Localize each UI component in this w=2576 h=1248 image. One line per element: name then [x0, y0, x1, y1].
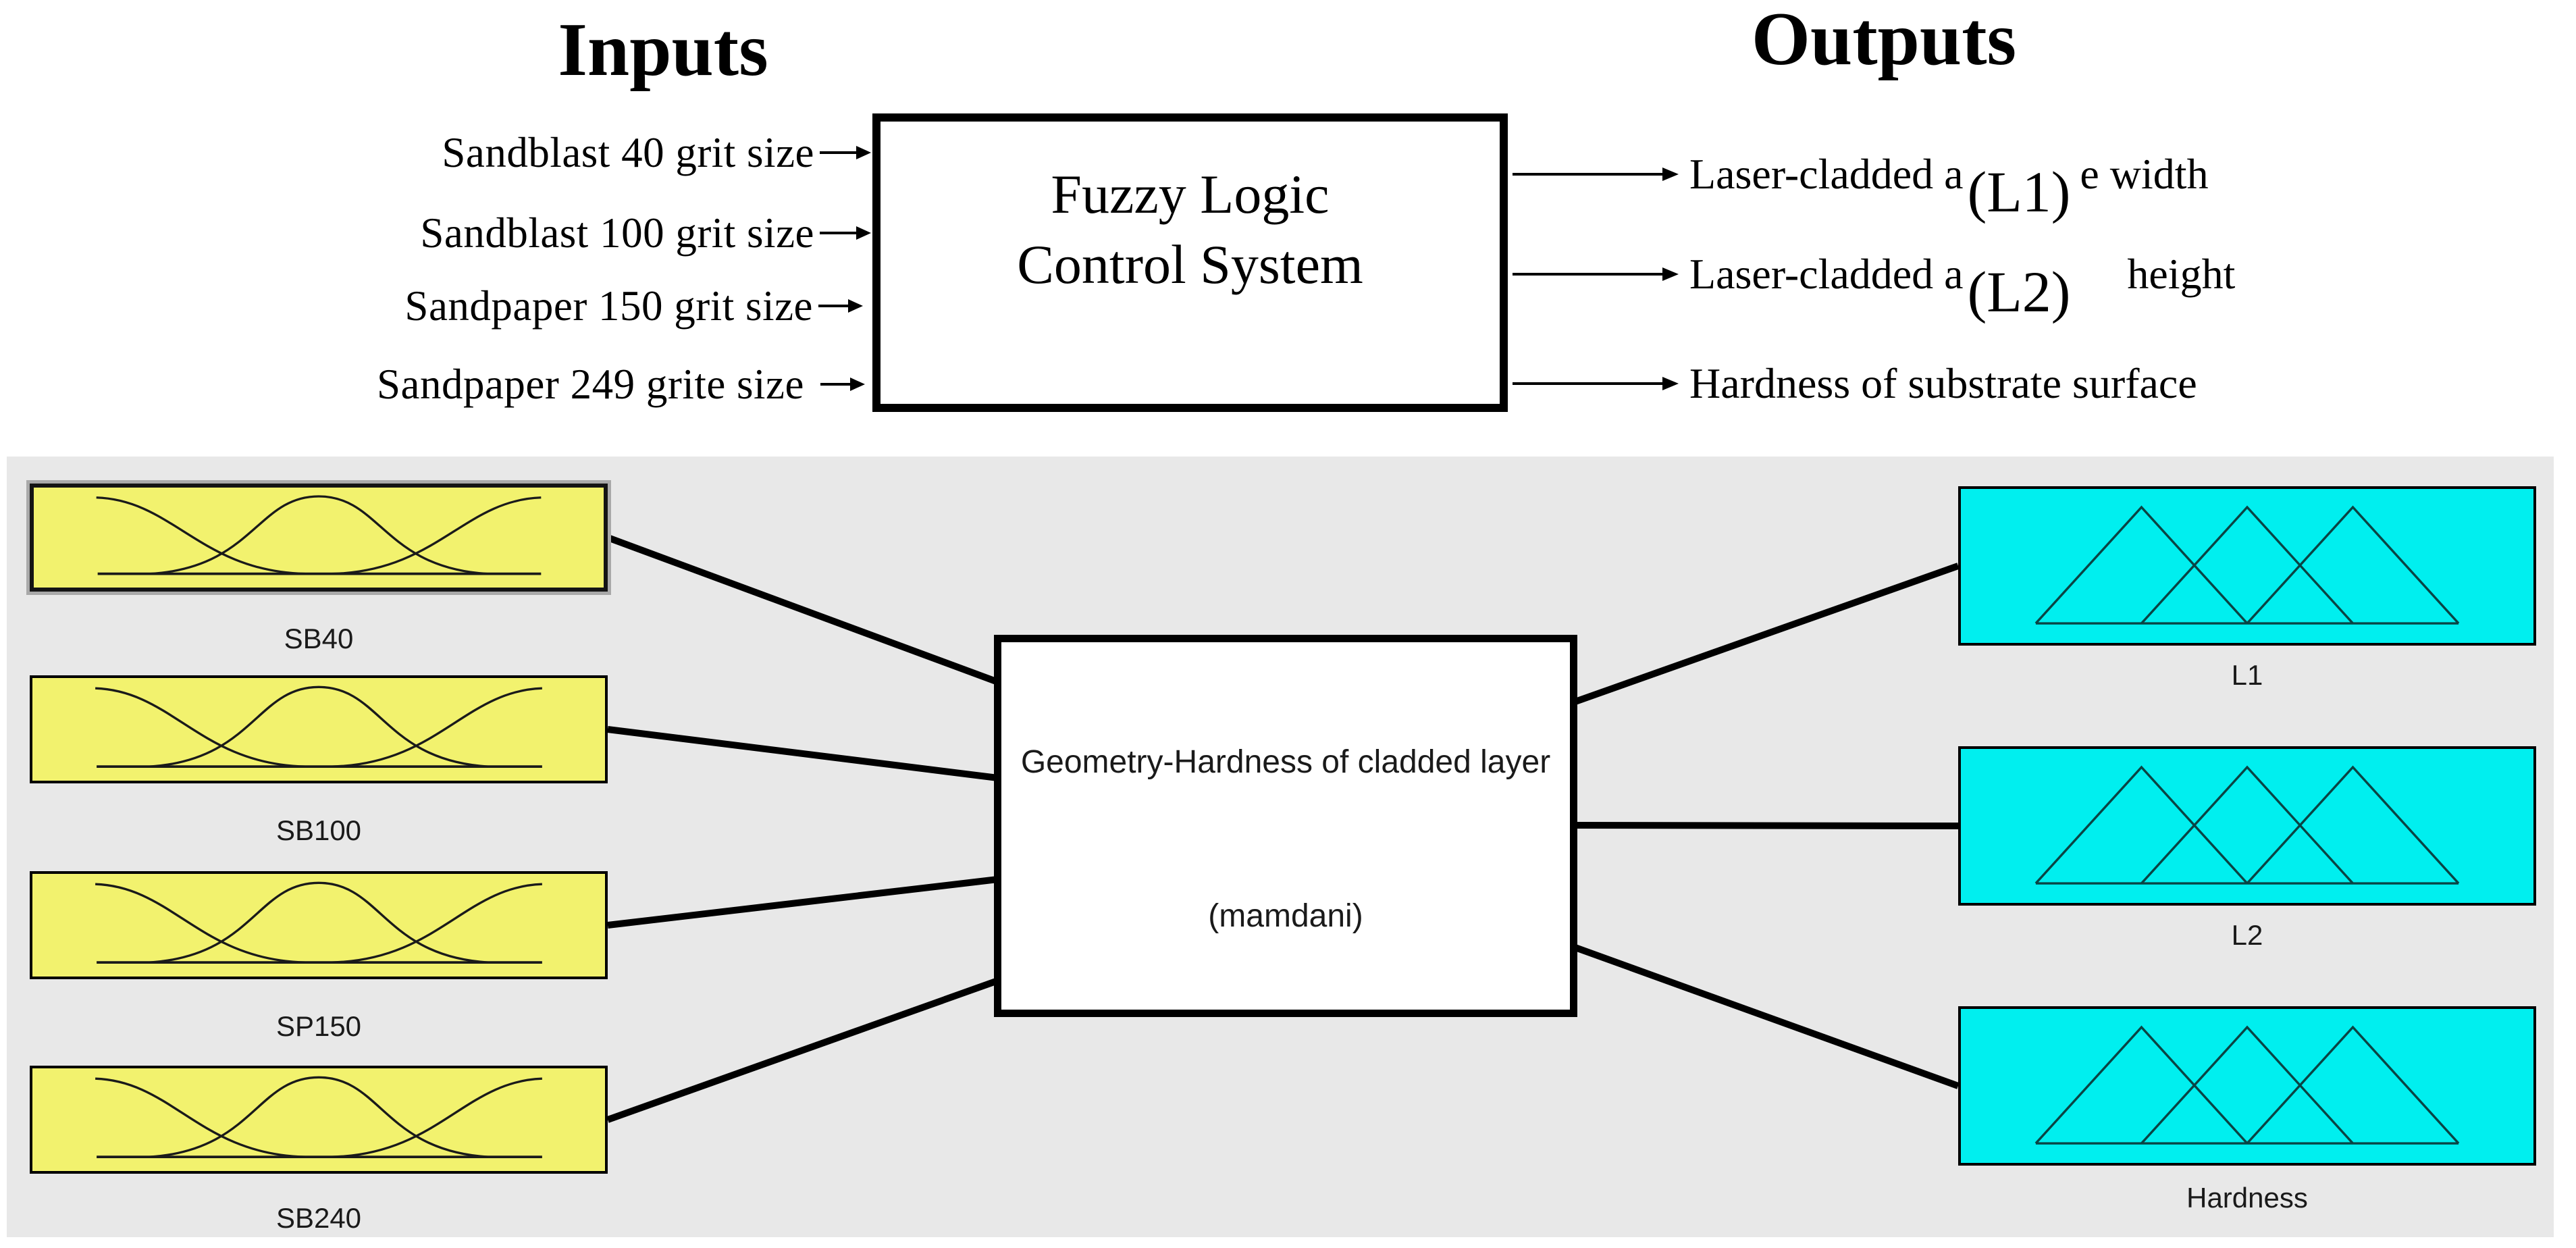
input-variable-label-sb100: SB100	[275, 814, 362, 846]
triangular-mf-curves	[2034, 505, 2460, 625]
gaussian-mf-curves	[95, 881, 542, 964]
input-row-sandblast-40: Sandblast 40 grit size	[442, 122, 872, 183]
triangular-mf-curves	[2034, 765, 2460, 885]
input-label: Sandpaper 249 grite size	[376, 360, 804, 408]
input-row-sandpaper-249: Sandpaper 249 grite size	[377, 354, 866, 415]
input-label: Sandpaper 150 grit size	[404, 282, 813, 330]
output-variable-label-l1: L1	[2231, 659, 2263, 691]
right-arrow-icon	[820, 378, 865, 391]
gaussian-mf-curves	[95, 1076, 542, 1158]
output-label-suffix: e width	[2080, 150, 2209, 198]
output-variable-label-hardness: Hardness	[2186, 1182, 2308, 1214]
outputs-heading: Outputs	[1751, 0, 2017, 81]
right-arrow-icon	[1513, 267, 1679, 281]
gaussian-mf-curves	[95, 685, 542, 768]
input-variable-label-sb240: SB240	[275, 1202, 362, 1234]
output-row-l1: Laser-cladded a (L1) e width	[1511, 130, 2209, 224]
input-row-sandblast-100: Sandblast 100 grit size	[420, 203, 872, 263]
system-block-inference-type: (mamdani)	[1208, 898, 1363, 934]
input-variable-box-sp150[interactable]	[30, 871, 608, 979]
input-label: Sandblast 40 grit size	[442, 128, 814, 176]
gaussian-mf-curves	[96, 495, 542, 575]
input-variable-label-sb40: SB40	[284, 623, 354, 654]
triangular-mf-curves	[2034, 1025, 2460, 1145]
system-block-name: Geometry-Hardness of cladded layer	[1020, 744, 1551, 780]
output-variable-box-l1[interactable]	[1958, 486, 2536, 646]
output-label-prefix: Hardness of substrate surface	[1689, 359, 2197, 407]
output-label-prefix: Laser-cladded a	[1689, 150, 1964, 198]
flc-box-line1: Fuzzy Logic	[1051, 163, 1330, 225]
output-variable-box-l2[interactable]	[1958, 746, 2536, 906]
input-variable-box-sb40[interactable]	[30, 484, 608, 592]
output-row-l2: Laser-cladded a (L2) height	[1511, 230, 2236, 324]
input-variable-label-sp150: SP150	[275, 1010, 362, 1042]
flc-box-line2: Control System	[1017, 234, 1363, 295]
input-variable-box-sb100[interactable]	[30, 675, 608, 783]
output-variable-box-hardness[interactable]	[1958, 1006, 2536, 1166]
right-arrow-icon	[818, 299, 863, 313]
right-arrow-icon	[820, 146, 871, 159]
output-label-tag: (L2)	[1967, 259, 2071, 324]
right-arrow-icon	[1513, 377, 1679, 390]
output-label-tag: (L1)	[1967, 159, 2071, 224]
input-variable-box-sb240[interactable]	[30, 1066, 608, 1174]
inputs-heading: Inputs	[558, 8, 768, 92]
input-label: Sandblast 100 grit size	[420, 209, 814, 257]
system-block-mamdani[interactable]: Geometry-Hardness of cladded layer (mamd…	[994, 635, 1577, 1017]
output-label-prefix: Laser-cladded a	[1689, 250, 1964, 298]
input-row-sandpaper-150: Sandpaper 150 grit size	[404, 276, 864, 336]
fuzzy-logic-control-system-box: Fuzzy Logic Control System	[872, 113, 1508, 412]
output-variable-label-l2: L2	[2231, 919, 2263, 951]
output-row-hardness: Hardness of substrate surface	[1511, 340, 2197, 427]
output-label-suffix: height	[2127, 250, 2236, 298]
right-arrow-icon	[820, 226, 871, 240]
right-arrow-icon	[1513, 167, 1679, 181]
